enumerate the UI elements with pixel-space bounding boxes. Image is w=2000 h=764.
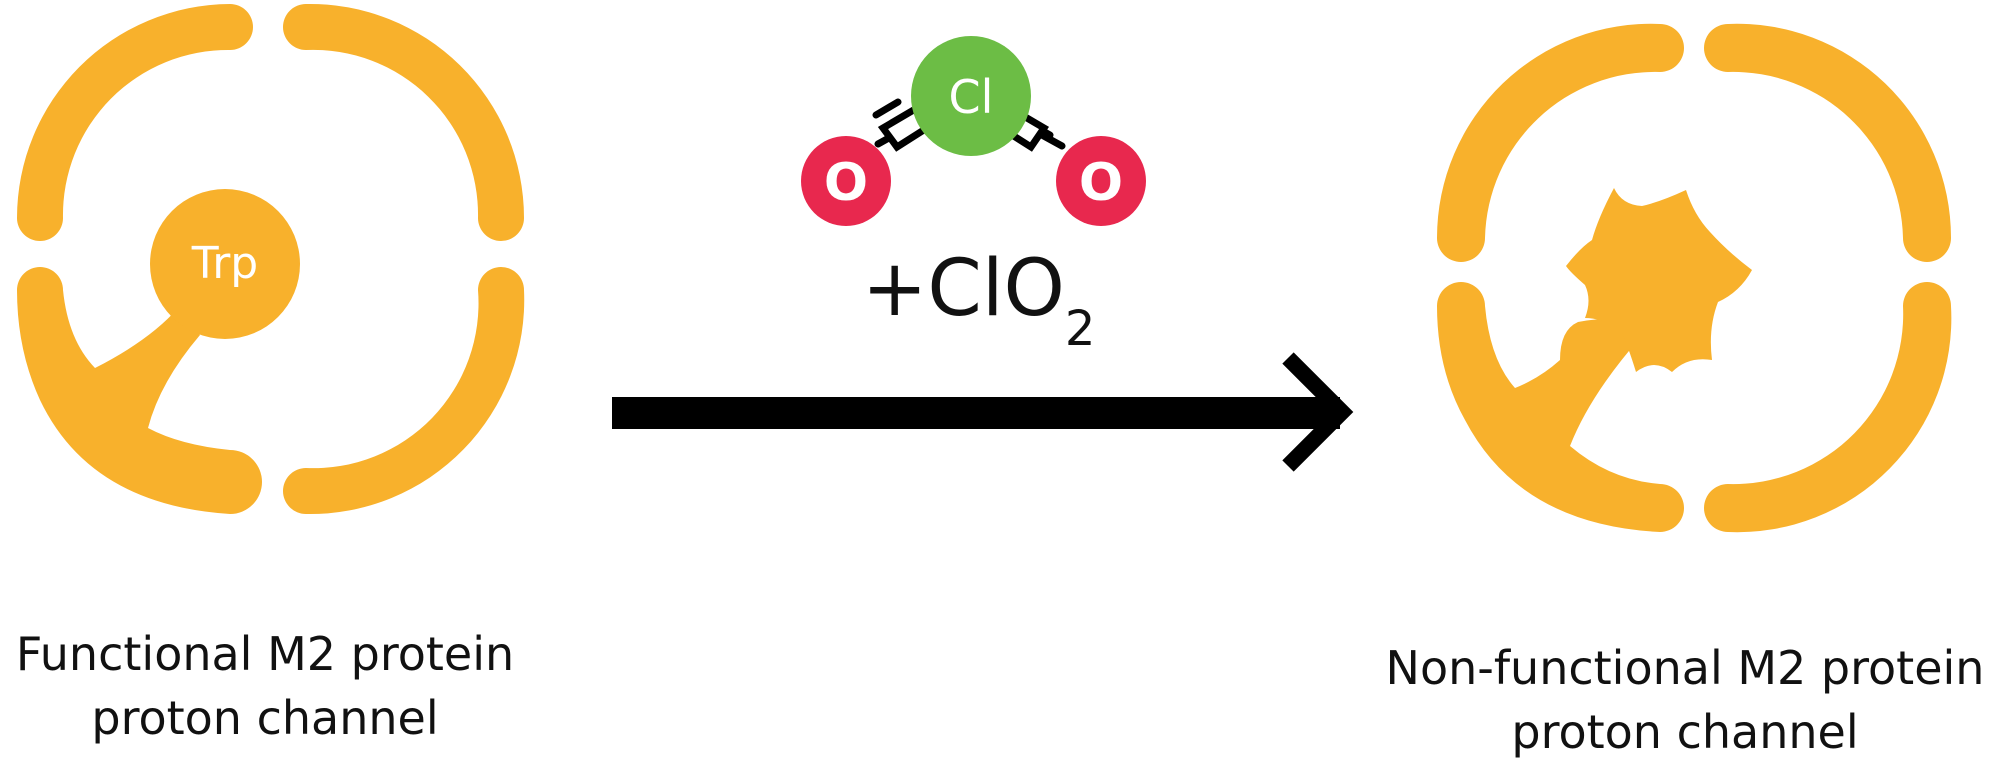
oxygen-atom-right-label: O [1079,153,1123,213]
clo2-molecule [801,36,1146,226]
right-arrow-icon [612,352,1354,472]
functional-channel-caption: Functional M2 protein proton channel [0,622,530,750]
functional-caption-line2: proton channel [91,691,439,745]
trp-label: Trp [191,238,258,289]
channel-segment-bottom-right [1704,282,1952,533]
functional-channel [17,3,525,515]
oxygen-atom-left [801,136,891,226]
non-functional-caption-line2: proton channel [1511,705,1859,759]
chlorine-atom [911,36,1031,156]
trp-residue [150,189,300,339]
non-functional-channel [1437,23,1952,533]
channel-segment-top-right [1704,23,1951,263]
non-functional-caption-line1: Non-functional M2 protein [1385,641,1985,695]
arrow-head [1282,352,1354,472]
channel-segment-top-left [17,4,253,241]
channel-segment-bottom-right [283,267,525,515]
clo2-formula-subscript: 2 [1065,301,1096,357]
arrow-shaft [612,397,1340,429]
non-functional-channel-caption: Non-functional M2 protein proton channel [1370,636,2000,764]
channel-segment-top-left [1437,23,1684,262]
chlorine-atom-label: Cl [949,70,994,124]
channel-segment-top-right [283,3,524,242]
channel-segment-bottom-left [1437,282,1684,532]
oxygen-atom-left-label: O [824,153,868,213]
channel-segment-bottom-left [17,267,262,514]
clo2-formula: +ClO2 [862,244,1095,357]
functional-caption-line1: Functional M2 protein [15,627,515,681]
irregular-blob-icon [1566,188,1752,372]
oxygen-atom-right [1056,136,1146,226]
clo2-formula-main: +ClO [862,244,1065,334]
